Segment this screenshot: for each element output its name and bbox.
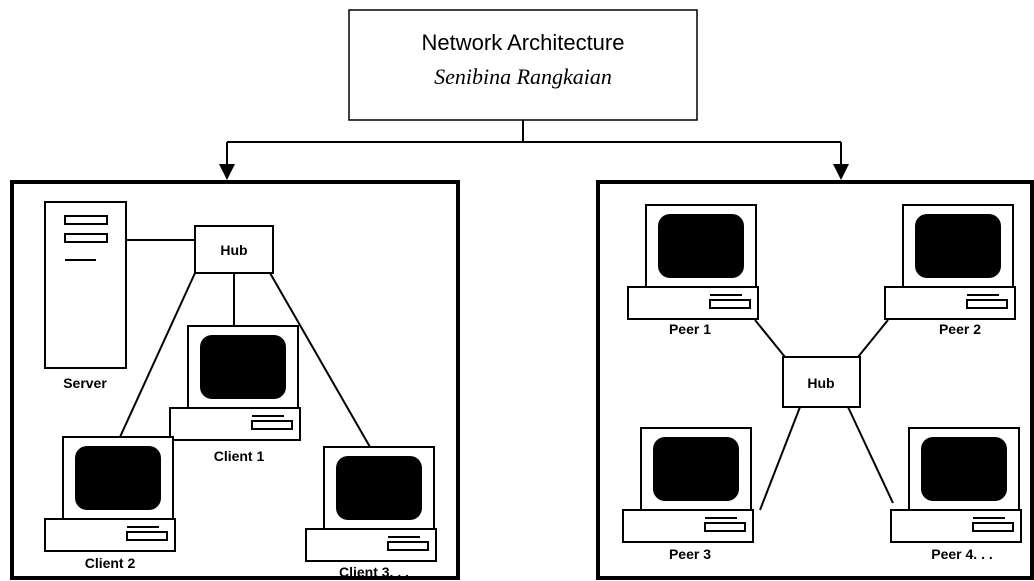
peer-to-peer-panel: Hub Peer 1 Peer 2 Peer 3 Peer 4. . . [596, 180, 1034, 580]
peer-2-computer-icon [884, 204, 1016, 320]
tree-connectors [219, 120, 849, 180]
client-3-computer-icon [305, 446, 437, 562]
peer-1-label: Peer 1 [669, 321, 711, 337]
peer-4-label: Peer 4. . . [931, 546, 992, 562]
peer-2-label: Peer 2 [939, 321, 981, 337]
hub-peer-to-peer: Hub [782, 356, 861, 408]
peer-1-computer-icon [627, 204, 759, 320]
peer-3-computer-icon [622, 427, 754, 543]
hub-client-server: Hub [194, 225, 274, 274]
client-3-label: Client 3. . . [339, 564, 409, 580]
client-server-panel: Server Hub Client 1 Client 2 Client 3. .… [10, 180, 460, 580]
peer-to-peer-links [754, 319, 894, 511]
hub-peer-to-peer-label: Hub [807, 375, 834, 391]
server-label: Server [63, 375, 107, 391]
client-server-links [119, 239, 371, 448]
arrow-left-branch [219, 164, 235, 180]
client-2-label: Client 2 [85, 555, 136, 571]
root-title: Network Architecture [422, 30, 625, 55]
root-node: Network Architecture Senibina Rangkaian [348, 9, 698, 121]
client-1-label: Client 1 [214, 448, 265, 464]
arrow-right-branch [833, 164, 849, 180]
hub-client-server-label: Hub [220, 242, 247, 258]
root-box [348, 9, 698, 121]
client-1-computer-icon [169, 325, 301, 441]
peer-3-label: Peer 3 [669, 546, 711, 562]
server-icon [44, 201, 127, 369]
peer-4-computer-icon [890, 427, 1022, 543]
root-subtitle: Senibina Rangkaian [434, 64, 612, 89]
client-2-computer-icon [44, 436, 176, 552]
